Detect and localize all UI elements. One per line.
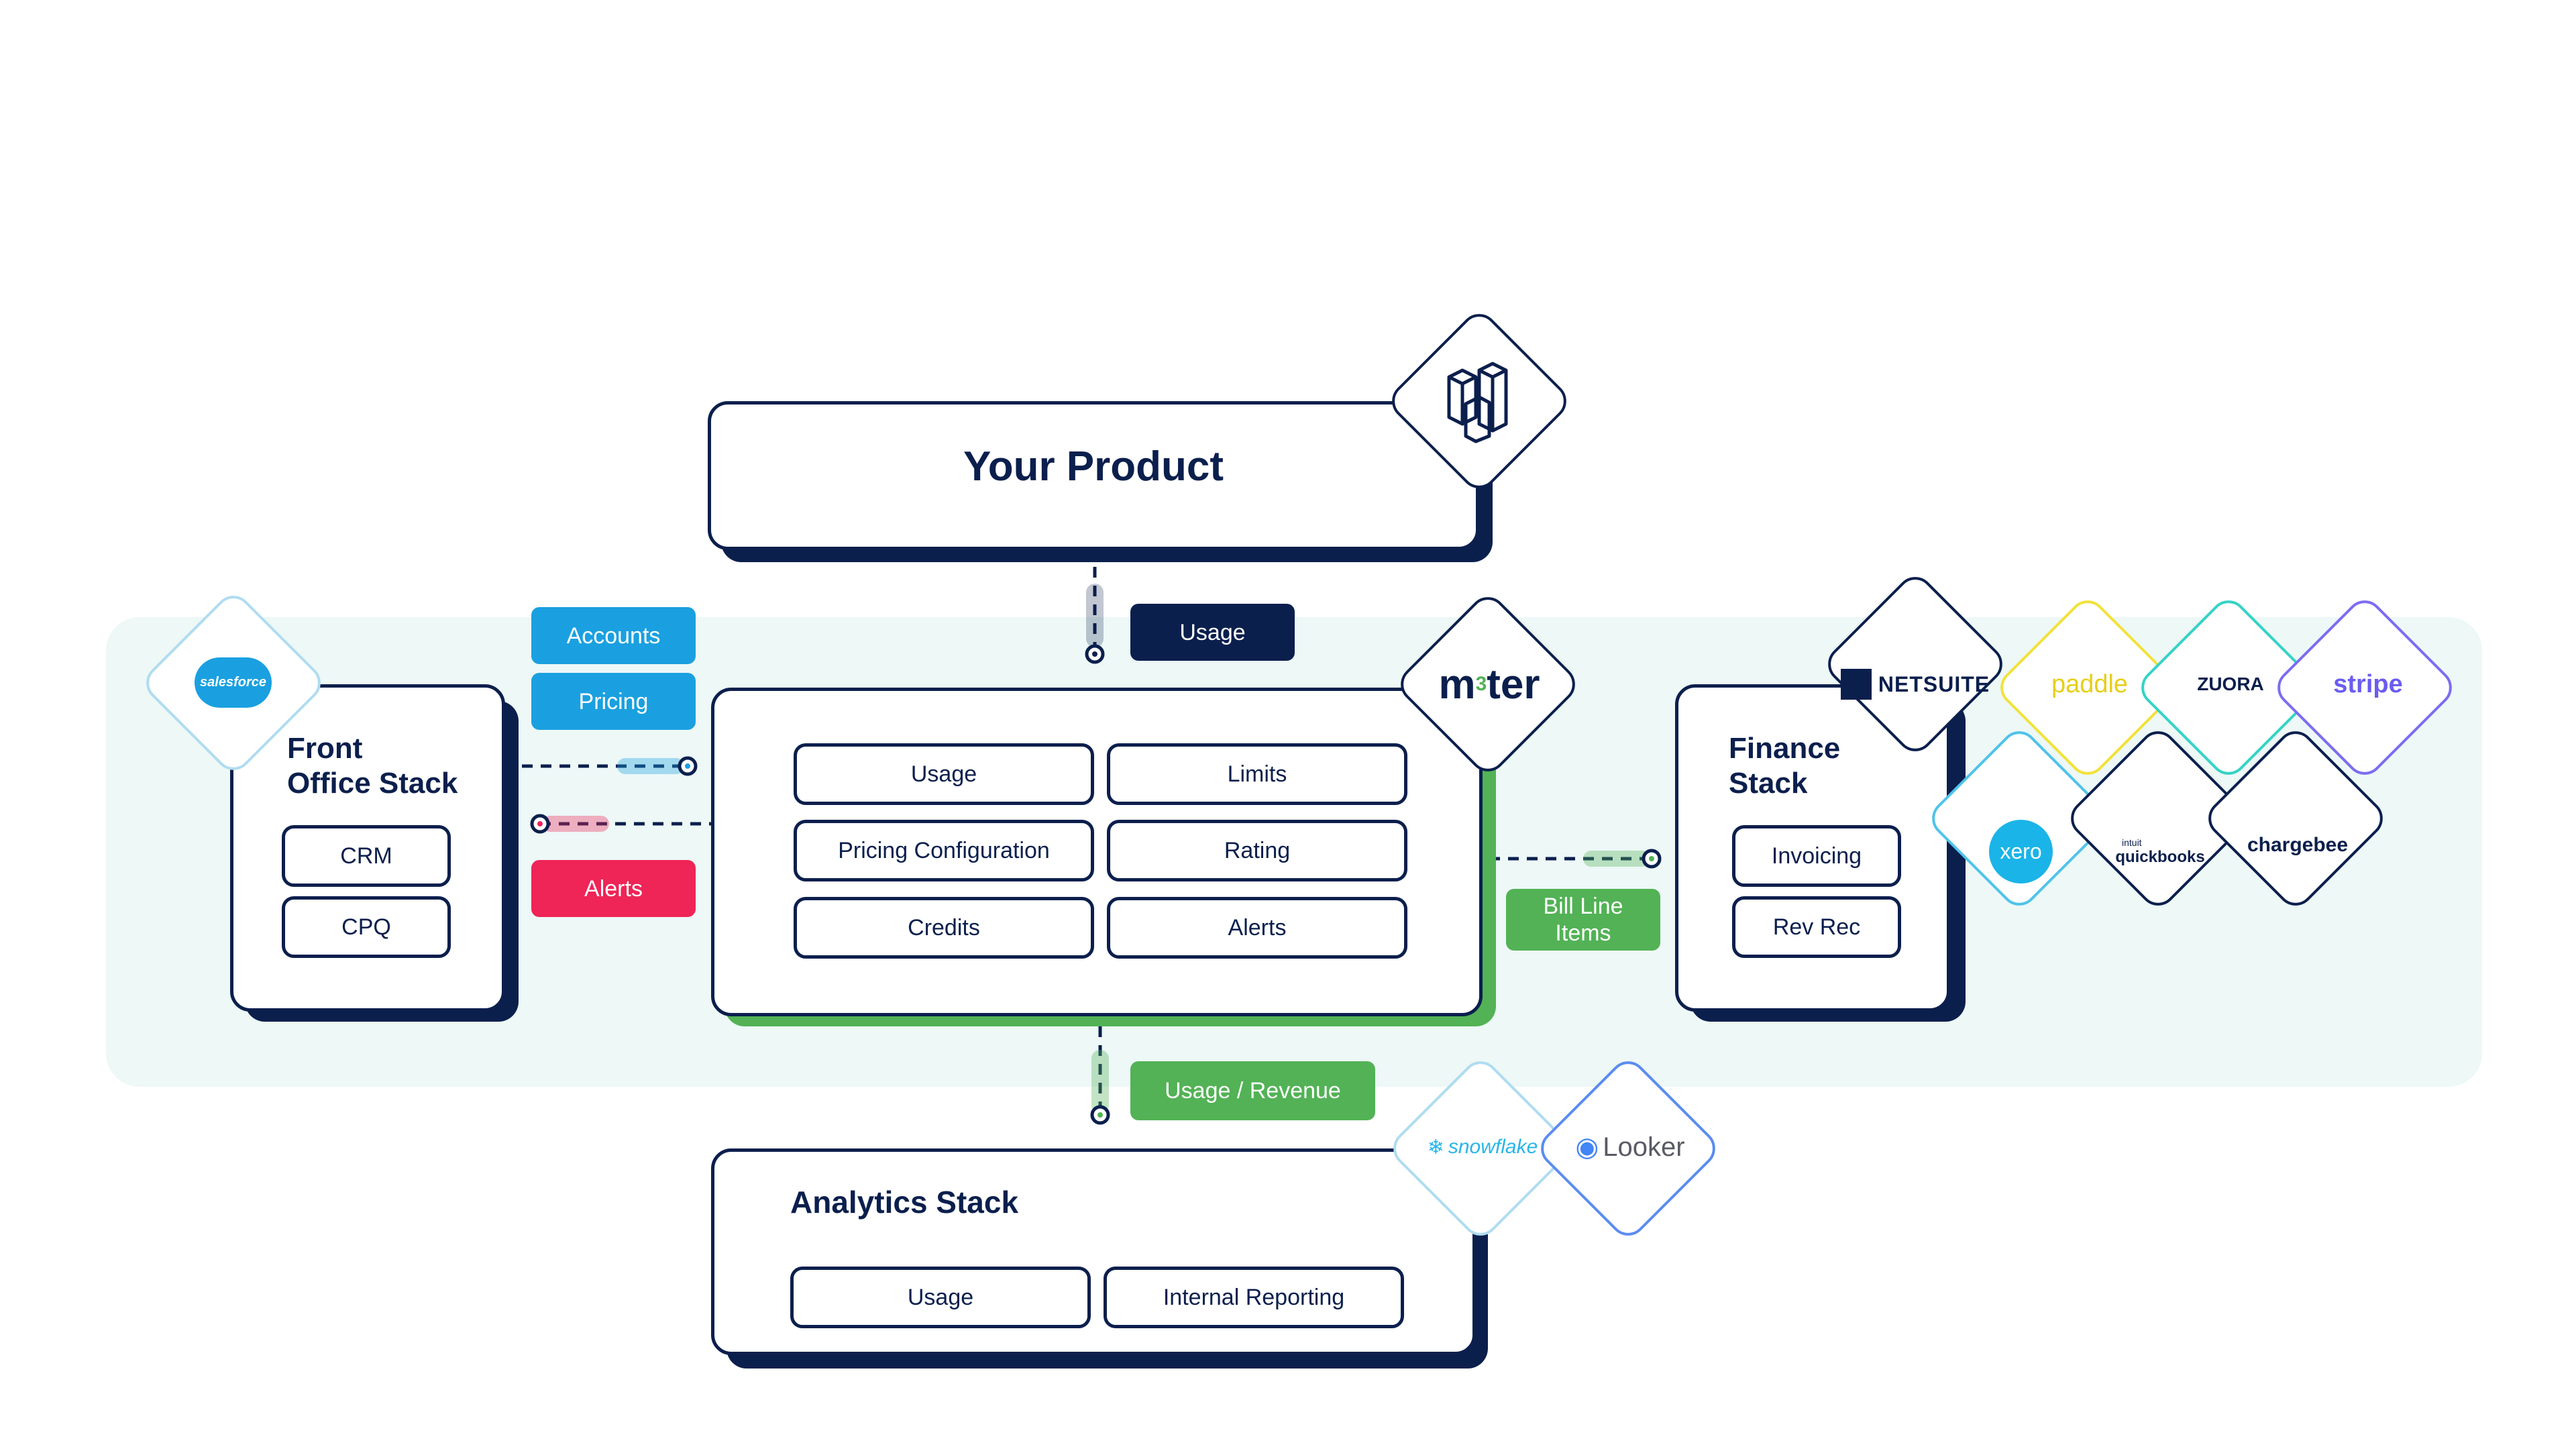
- zuora-logo: ZUORA: [2197, 674, 2264, 694]
- salesforce-logo: salesforce: [195, 657, 272, 708]
- core-item-credits[interactable]: Credits: [794, 897, 1094, 959]
- quickbooks-logo: intuit quickbooks: [2115, 837, 2205, 866]
- usage-revenue-tag: Usage / Revenue: [1130, 1061, 1375, 1120]
- stripe-logo: stripe: [2333, 669, 2403, 698]
- accounts-tag: Accounts: [531, 607, 696, 664]
- snowflake-icon: ❄: [1427, 1136, 1444, 1159]
- chargebee-logo: chargebee: [2247, 834, 2349, 856]
- finance-item-invoicing[interactable]: Invoicing: [1732, 825, 1901, 887]
- looker-logo: ◉Looker: [1575, 1132, 1685, 1163]
- product-title: Your Product: [963, 443, 1224, 490]
- front-office-title: Front Office Stack: [287, 732, 458, 800]
- front-office-item-cpq[interactable]: CPQ: [282, 896, 451, 958]
- front-office-item-crm[interactable]: CRM: [282, 825, 451, 887]
- usage-flow-tag: Usage: [1130, 604, 1295, 661]
- looker-icon: ◉: [1575, 1132, 1599, 1162]
- snowflake-logo: ❄snowflake: [1427, 1136, 1538, 1159]
- paddle-logo: paddle: [2051, 669, 2129, 698]
- analytics-title: Analytics Stack: [790, 1185, 1019, 1220]
- core-item-alerts[interactable]: Alerts: [1107, 897, 1407, 959]
- analytics-item-internal-reporting[interactable]: Internal Reporting: [1104, 1267, 1404, 1328]
- core-item-rating[interactable]: Rating: [1107, 820, 1407, 881]
- finance-item-rev-rec[interactable]: Rev Rec: [1732, 896, 1901, 958]
- netsuite-logo: NETSUITE: [1838, 664, 1992, 704]
- product-card: [708, 401, 1479, 550]
- core-item-pricing-configuration[interactable]: Pricing Configuration: [794, 820, 1094, 881]
- finance-title: Finance Stack: [1729, 732, 1841, 800]
- xero-logo: xero: [1989, 820, 2053, 883]
- pricing-tag: Pricing: [531, 673, 696, 730]
- alerts-tag: Alerts: [531, 860, 696, 917]
- core-item-limits[interactable]: Limits: [1107, 743, 1407, 805]
- analytics-item-usage[interactable]: Usage: [790, 1267, 1091, 1328]
- core-item-usage[interactable]: Usage: [794, 743, 1094, 805]
- building-blocks-icon: [1447, 362, 1508, 443]
